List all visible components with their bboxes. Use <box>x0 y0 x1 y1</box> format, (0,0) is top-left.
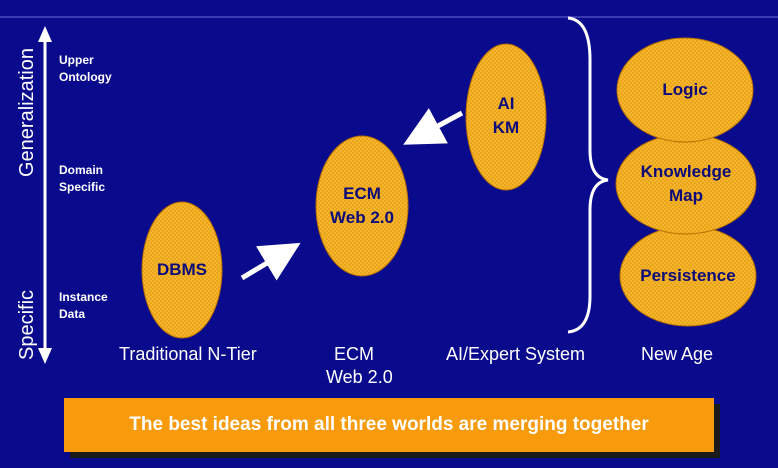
level-upper-ontology: Upper Ontology <box>59 53 112 84</box>
logic-bubble <box>616 37 754 143</box>
ai-km-bubble <box>465 43 547 191</box>
dbms-to-ecm-arrow <box>240 242 301 281</box>
axis-label-specific: Specific <box>16 289 38 360</box>
category-new-age: New Age <box>641 344 714 364</box>
top-divider <box>0 16 778 18</box>
level-instance-data: Instance Data <box>59 290 108 321</box>
category-ai-expert: AI/Expert System <box>446 344 586 364</box>
level-domain-specific: Domain Specific <box>59 163 106 194</box>
category-traditional: Traditional N-Tier <box>119 344 257 364</box>
generalization-axis-arrow <box>38 26 52 364</box>
new-age-brace <box>567 16 609 334</box>
dbms-bubble <box>141 201 223 339</box>
banner-text: The best ideas from all three worlds are… <box>129 414 649 435</box>
ai-to-ecm-arrow <box>403 108 464 145</box>
axis-label-generalization: Generalization <box>16 48 38 177</box>
merge-banner: The best ideas from all three worlds are… <box>64 398 714 452</box>
knowledge-map-bubble <box>615 133 757 235</box>
persistence-bubble <box>619 225 757 327</box>
category-ecm: ECM Web 2.0 <box>326 344 393 387</box>
ecm-bubble <box>315 135 409 277</box>
